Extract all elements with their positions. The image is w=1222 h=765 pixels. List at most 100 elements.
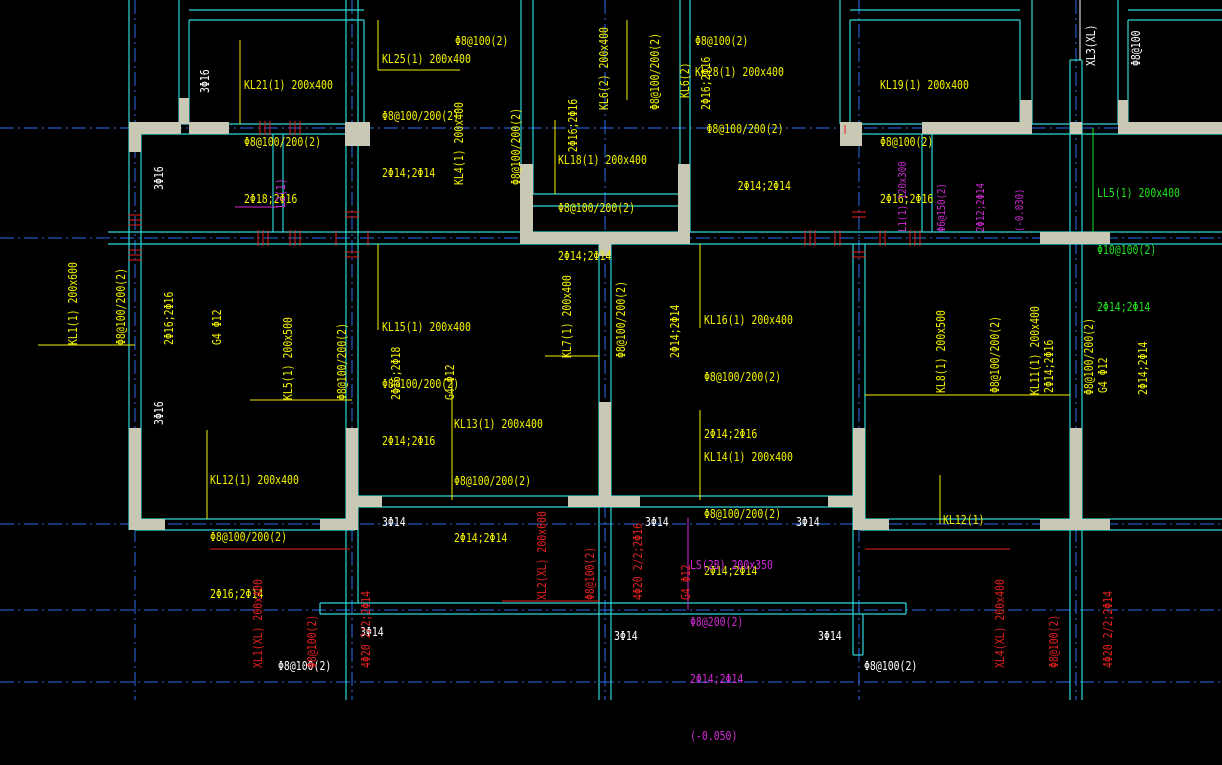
beam-title: KL11(1) 200x400 — [1028, 306, 1042, 395]
label-xl1[interactable]: XL1(XL) 200x400 Φ8@100(2) 4Φ20 2/2;2Φ14 — [213, 579, 393, 668]
drawing-canvas[interactable] — [0, 0, 1222, 700]
beam-stirrup: Φ8@100/200(2) — [704, 507, 782, 521]
beam-title: KL1(1) 200x600 — [66, 262, 80, 345]
rebar-note: 3Φ16 — [152, 166, 166, 190]
label-kl18[interactable]: KL18(1) 200x400 Φ8@100/200(2) 2Φ14;2Φ14 — [558, 120, 647, 280]
column — [129, 428, 141, 530]
column — [853, 519, 889, 530]
beam-stirrup: Φ8@100/200(2) — [1082, 317, 1096, 395]
beam-elevation: (-0.050) — [690, 729, 738, 743]
beam-title: KL16(1) 200x400 — [704, 313, 793, 327]
label-kl16[interactable]: KL16(1) 200x400 Φ8@100/200(2) 2Φ14;2Φ16 — [704, 273, 793, 463]
column — [922, 122, 1032, 134]
label-kl13[interactable]: KL13(1) 200x400 Φ8@100/200(2) 2Φ14;2Φ14 — [454, 377, 543, 567]
beam-stirrup: Φ8@100(2) — [305, 614, 319, 668]
label-top1: Φ8@100(2) — [455, 0, 508, 70]
column — [1070, 122, 1082, 134]
label-line: Φ8@100(2) — [455, 34, 509, 48]
beam-stirrup: Φ8@100/200(2) — [244, 135, 322, 149]
beam-side-bars: G4 Φ12 — [210, 309, 224, 345]
label-kl28[interactable]: KL28(1) 200x400 Φ8@100/200(2) 2Φ14;2Φ14 — [695, 25, 791, 215]
beam-rebar: 4Φ20 2/2;2Φ14 — [359, 590, 373, 668]
label-stir2: Φ8@100(2) — [864, 619, 917, 695]
beam-stirrup: Φ8@100(2) — [880, 135, 934, 149]
label-l1[interactable]: L1(1) 120x300 Φ6@150(2) 2Φ12;2Φ14 (-0.03… — [870, 161, 1039, 232]
beam-stirrup: Φ8@100/200(2) — [382, 109, 460, 123]
label-bar3: 3Φ14 — [796, 475, 820, 551]
column — [346, 496, 382, 507]
column — [840, 122, 862, 146]
label-kl1[interactable]: KL1(1) 200x600 Φ8@100/200(2) 2Φ16;2Φ16 G… — [33, 262, 241, 345]
beam-stirrup: Φ8@100/200(2) — [614, 280, 628, 358]
column — [1040, 232, 1110, 244]
label-kl25[interactable]: KL25(1) 200x400 Φ8@100/200(2) 2Φ14;2Φ14 — [382, 12, 471, 202]
beam-stirrup: Φ8@100/200(2) — [335, 322, 349, 400]
rebar-note: Φ8@100(2) — [864, 659, 918, 673]
label-xl2[interactable]: XL2(XL) 200x600 Φ8@100(2) 4Φ20 2/2;2Φ16 … — [502, 511, 710, 600]
beam-title: L2(1) — [274, 178, 288, 208]
beam-title: L1(1) 120x300 — [896, 161, 909, 232]
label-bar4: 3Φ14 — [360, 585, 384, 661]
beam-stirrup: Φ8@100/200(2) — [704, 370, 782, 384]
label-ll5[interactable]: LL5(1) 200x400 Φ10@100(2) 2Φ14;2Φ14 — [1097, 146, 1180, 336]
beam-title: XL3(XL) — [1084, 24, 1098, 66]
label-kl15[interactable]: KL15(1) 200x400 Φ8@100/200(2) 2Φ14;2Φ16 — [382, 280, 471, 470]
beam-rebar: 2Φ14;2Φ14 — [668, 304, 682, 358]
beam-title: KL13(1) 200x400 — [454, 417, 543, 431]
label-l2[interactable]: L2(1) — [234, 178, 310, 208]
label-kl21[interactable]: KL21(1) 200x400 Φ8@100/200(2) 2Φ18;2Φ16 — [244, 38, 333, 228]
beam-title: KL8(1) 200x500 — [934, 310, 948, 393]
label-kl12a[interactable]: KL12(1) 200x400 Φ8@100/200(2) 2Φ16;2Φ14 — [210, 433, 299, 623]
beam-stirrup: Φ8@100/200(2) — [509, 107, 523, 185]
beam-rebar: 2Φ14;2Φ14 — [1097, 300, 1151, 314]
column — [853, 428, 865, 530]
column — [129, 122, 141, 152]
beam-title: KL14(1) 200x400 — [704, 450, 793, 464]
rebar-note: 3Φ14 — [818, 629, 842, 643]
label-stir1: Φ8@100(2) — [278, 619, 331, 695]
beam-stirrup: Φ10@100(2) — [1097, 243, 1157, 257]
column — [320, 519, 358, 530]
beam-stirrup: Φ8@100/200(2) — [454, 474, 532, 488]
rebar-note: 3Φ14 — [614, 629, 638, 643]
beam-rebar: 2Φ14;2Φ16 — [704, 427, 758, 441]
label-xl4[interactable]: XL4(XL) 200x400 Φ8@100(2) 4Φ20 2/2;2Φ14 — [955, 579, 1135, 668]
beam-rebar: 2Φ16;2Φ14 — [210, 587, 264, 601]
label-kl12b[interactable]: KL12(1) — [943, 473, 984, 549]
beam-rebar: 4Φ20 2/2;2Φ16 — [631, 522, 645, 600]
beam-rebar: 2Φ14;2Φ14 — [690, 672, 744, 686]
label-kl5[interactable]: KL5(1) 200x500 Φ8@100/200(2) 2Φ16;2Φ18 G… — [243, 317, 477, 400]
column — [599, 402, 611, 507]
beam-rebar: 2Φ18;2Φ16 — [244, 192, 298, 206]
label-v3c: 3Φ16 — [112, 401, 188, 425]
beam-title: KL12(1) — [943, 513, 985, 527]
column — [346, 428, 358, 528]
beam-side-bars: G4 Φ12 — [443, 364, 457, 400]
beam-stirrup: Φ8@100/200(2) — [114, 267, 128, 345]
label-kl14[interactable]: KL14(1) 200x400 Φ8@100/200(2) 2Φ14;2Φ14 — [704, 410, 793, 600]
label-kl6b[interactable]: KL6(2) — [638, 62, 714, 98]
beam-rebar: 2Φ14;2Φ14 — [737, 179, 791, 193]
label-xl3[interactable]: XL3(XL) Φ8@100 — [1054, 25, 1159, 66]
column — [599, 232, 611, 256]
beam-rebar: 2Φ16;2Φ18 — [389, 346, 403, 400]
beam-stirrup: Φ8@100 — [1129, 30, 1143, 66]
beam-rebar: 2Φ16;2Φ16 — [162, 291, 176, 345]
label-kl7[interactable]: KL7(1) 200x400 Φ8@100/200(2) 2Φ14;2Φ14 — [522, 275, 702, 358]
beam-stirrup: Φ8@100/200(2) — [210, 530, 288, 544]
column — [345, 122, 370, 146]
beam-title: KL7(1) 200x400 — [560, 275, 574, 358]
label-top2: Φ8@100(2) — [695, 0, 748, 70]
label-bar2: 3Φ14 — [645, 475, 669, 551]
section-ticks — [128, 121, 1010, 602]
label-line: Φ8@100(2) — [695, 34, 749, 48]
column — [129, 122, 181, 134]
rebar-note: 3Φ14 — [382, 515, 406, 529]
rebar-note: 3Φ16 — [198, 69, 212, 93]
beam-rebar: 2Φ14;2Φ14 — [454, 531, 508, 545]
label-kl19[interactable]: KL19(1) 200x400 Φ8@100(2) 2Φ16;2Φ16 — [880, 38, 969, 228]
column — [1020, 100, 1032, 134]
beam-title: KL25(1) 200x400 — [382, 52, 471, 66]
label-kl4[interactable]: KL4(1) 200x400 Φ8@100/200(2) 2Φ16;2Φ16 — [412, 99, 602, 185]
label-kl11[interactable]: KL11(1) 200x400 Φ8@100/200(2) 2Φ14;2Φ14 — [990, 306, 1170, 395]
